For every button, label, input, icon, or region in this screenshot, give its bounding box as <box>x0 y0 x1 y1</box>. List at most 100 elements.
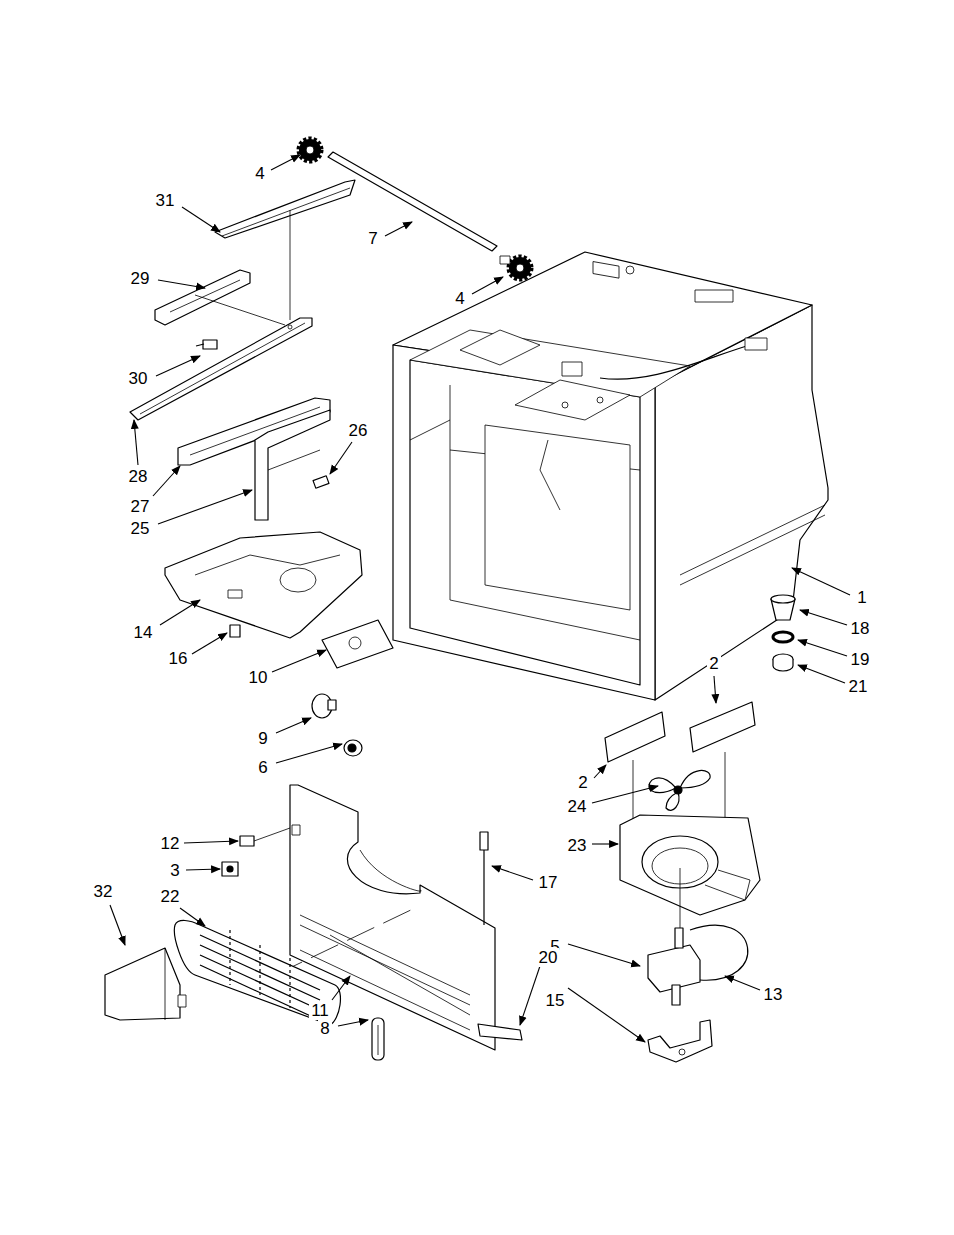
decal <box>322 620 393 668</box>
part-outline <box>372 1018 384 1060</box>
part-outline <box>255 410 330 520</box>
callout-number: 2 <box>707 654 720 673</box>
part-outline <box>378 1025 379 1055</box>
leader-line <box>592 843 618 844</box>
leader-line <box>160 600 200 625</box>
part-outline <box>195 555 340 575</box>
part-outline <box>597 397 603 403</box>
callout-number: 4 <box>453 289 466 308</box>
part-outline <box>773 659 793 671</box>
leader-line <box>798 665 845 683</box>
part-outline <box>222 862 238 876</box>
leader-line <box>330 442 352 474</box>
part-outline <box>290 785 495 1050</box>
part-outline <box>290 210 291 320</box>
callout-number: 31 <box>154 191 177 210</box>
callout-number: 6 <box>256 758 269 777</box>
part-outline <box>620 815 760 915</box>
leader-line <box>153 466 180 496</box>
part-outline <box>170 280 240 312</box>
part-outline <box>485 425 630 610</box>
part-outline <box>275 908 415 975</box>
leader-line <box>182 207 220 232</box>
part-outline <box>500 256 510 264</box>
part-outline <box>203 340 217 349</box>
callout-number: 3 <box>168 861 181 880</box>
callout-number: 14 <box>132 623 155 642</box>
leader-line <box>158 490 252 524</box>
part-outline <box>410 360 640 685</box>
part-outline <box>328 152 497 251</box>
part-outline <box>771 595 795 603</box>
ring <box>773 632 793 642</box>
callout-number: 23 <box>566 836 589 855</box>
part-outline <box>626 266 634 274</box>
part-outline <box>605 712 665 762</box>
part-outline <box>675 928 683 948</box>
fan-motor <box>648 928 700 1005</box>
callout-number: 15 <box>544 991 567 1010</box>
leader-line <box>192 633 227 654</box>
part-outline <box>562 402 568 408</box>
part-outline <box>322 620 393 668</box>
callout-number: 16 <box>167 649 190 668</box>
part-outline <box>648 1020 712 1062</box>
part-outline <box>725 752 726 818</box>
callout-number: 22 <box>159 887 182 906</box>
screw <box>240 828 290 846</box>
part-outline <box>600 345 750 379</box>
part-outline <box>227 866 233 872</box>
leader-line <box>725 976 760 990</box>
part-outline <box>360 850 421 891</box>
part-outline <box>562 362 582 376</box>
part-outline <box>330 935 470 1015</box>
part-outline <box>515 380 630 420</box>
callout-number: 21 <box>847 677 870 696</box>
fan-housing <box>620 815 760 915</box>
leader-line <box>592 786 658 803</box>
leader-line <box>158 280 205 288</box>
leader-line <box>332 976 350 1000</box>
callout-number: 32 <box>92 882 115 901</box>
callout-number: 19 <box>849 650 872 669</box>
callout-number: 10 <box>247 668 270 687</box>
part-outline <box>195 295 285 325</box>
callout-number: 1 <box>855 588 868 607</box>
wire <box>690 925 748 980</box>
part-outline <box>745 338 767 350</box>
part-outline <box>649 778 676 793</box>
leader-line <box>180 908 205 926</box>
leader-line <box>271 155 300 170</box>
leader-lines <box>110 155 850 1042</box>
part-outline <box>200 945 320 1000</box>
callout-number: 26 <box>347 421 370 440</box>
part-outline <box>280 568 316 592</box>
callout-number: 27 <box>129 497 152 516</box>
leader-line <box>134 420 138 465</box>
part-outline <box>215 180 355 238</box>
part-outline <box>254 828 290 841</box>
part-outline <box>674 786 682 794</box>
part-outline <box>349 637 361 649</box>
part-outline <box>289 958 290 1008</box>
foam-pad <box>690 702 755 752</box>
gear <box>500 256 531 279</box>
leader-line <box>594 765 606 778</box>
callout-number: 29 <box>129 269 152 288</box>
leader-line <box>338 1020 368 1026</box>
callout-number: 12 <box>159 834 182 853</box>
leader-line <box>186 869 220 870</box>
callout-number: 30 <box>127 369 150 388</box>
plug <box>773 654 793 671</box>
part-outline <box>450 385 640 640</box>
leader-line <box>798 640 847 656</box>
part-outline <box>228 590 242 598</box>
callout-number: 13 <box>762 985 785 1004</box>
leader-line <box>272 650 326 672</box>
part-outline <box>328 700 336 710</box>
socket <box>344 740 362 756</box>
part-outline <box>480 832 488 850</box>
part-outline <box>259 945 260 995</box>
